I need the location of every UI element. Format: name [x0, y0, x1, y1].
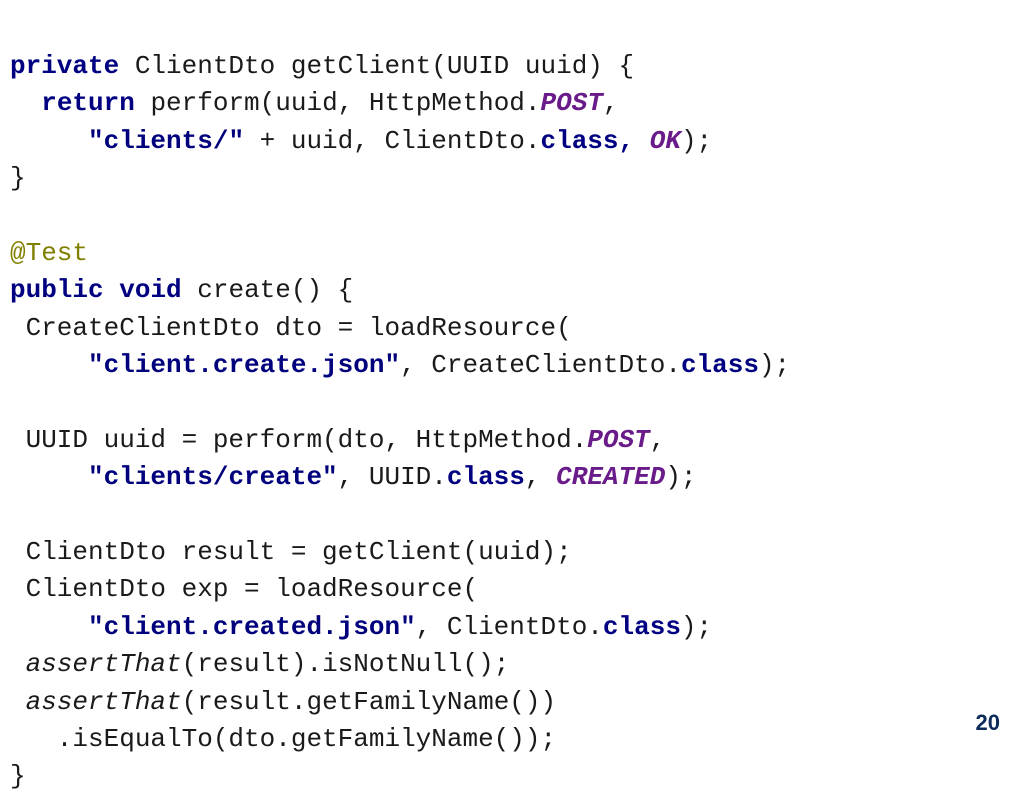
code-text: .isEqualTo(dto.getFamilyName());	[10, 724, 557, 755]
code-line-6: @Test	[10, 235, 790, 272]
keyword: class	[446, 462, 525, 493]
code-line-9: "client.create.json", CreateClientDto.cl…	[10, 347, 790, 384]
code-line-20: }	[10, 758, 790, 795]
code-text: ClientDto exp = loadResource(	[10, 574, 479, 605]
keyword: private	[10, 51, 120, 81]
indent	[10, 612, 88, 642]
constant: OK	[649, 125, 681, 156]
code-text: , CreateClientDto.	[400, 350, 681, 381]
code-text: ClientDto result = getClient(uuid);	[10, 537, 572, 568]
indent	[10, 126, 88, 156]
code-line-17: assertThat(result).isNotNull();	[10, 646, 790, 683]
code-line-5	[10, 198, 790, 235]
string-literal: "clients/create"	[88, 462, 338, 493]
indent	[10, 350, 88, 380]
code-text: (result.getFamilyName())	[181, 686, 557, 717]
constant: POST	[540, 88, 603, 119]
code-text: ClientDto getClient(UUID uuid) {	[119, 51, 635, 81]
string-literal: "client.created.json"	[88, 611, 416, 642]
slide: private ClientDto getClient(UUID uuid) {…	[10, 51, 1000, 791]
code-line-10	[10, 385, 790, 422]
keyword: class	[602, 611, 681, 642]
code-text: , ClientDto.	[415, 611, 603, 642]
code-text: ,	[524, 462, 557, 493]
code-text: + uuid, ClientDto.	[244, 125, 541, 156]
code-text: , UUID.	[337, 462, 447, 493]
code-text: ,	[618, 125, 650, 156]
code-text: ,	[649, 424, 666, 455]
code-line-15: ClientDto exp = loadResource(	[10, 571, 790, 608]
code-text	[104, 275, 120, 305]
page-number: 20	[975, 710, 1000, 735]
code-text: }	[10, 761, 26, 792]
string-literal: "client.create.json"	[88, 350, 401, 381]
code-line-11: UUID uuid = perform(dto, HttpMethod.POST…	[10, 422, 790, 459]
static-method-call: assertThat	[25, 649, 182, 680]
code-text: ,	[602, 88, 619, 119]
constant: POST	[587, 424, 650, 455]
code-line-13	[10, 497, 790, 534]
code-text: CreateClientDto dto = loadResource(	[10, 312, 572, 343]
keyword: class	[540, 125, 619, 156]
keyword: return	[41, 88, 135, 119]
code-text: perform(uuid, HttpMethod.	[134, 88, 541, 119]
keyword: void	[119, 275, 182, 306]
keyword: class	[680, 350, 759, 381]
code-line-3: "clients/" + uuid, ClientDto.class, OK);	[10, 123, 790, 160]
code-line-7: public void create() {	[10, 272, 790, 309]
indent	[10, 88, 41, 118]
code-line-4: }	[10, 160, 790, 197]
string-literal: "clients/"	[88, 125, 245, 156]
code-block: private ClientDto getClient(UUID uuid) {…	[10, 48, 790, 796]
code-line-18: assertThat(result.getFamilyName())	[10, 684, 790, 721]
code-line-16: "client.created.json", ClientDto.class);	[10, 609, 790, 646]
code-text: (result).isNotNull();	[181, 649, 510, 680]
code-line-12: "clients/create", UUID.class, CREATED);	[10, 459, 790, 496]
code-line-8: CreateClientDto dto = loadResource(	[10, 310, 790, 347]
code-text: UUID uuid = perform(dto, HttpMethod.	[10, 424, 588, 455]
annotation: @Test	[10, 237, 89, 268]
indent	[10, 649, 26, 679]
code-text: create() {	[181, 275, 354, 306]
indent	[10, 687, 26, 717]
code-line-1: private ClientDto getClient(UUID uuid) {	[10, 48, 790, 85]
static-method-call: assertThat	[25, 686, 182, 717]
code-text: );	[758, 350, 791, 381]
code-text: );	[665, 462, 697, 493]
code-text: );	[680, 611, 713, 642]
code-text: );	[680, 125, 713, 156]
constant: CREATED	[556, 462, 666, 493]
code-line-2: return perform(uuid, HttpMethod.POST,	[10, 85, 790, 122]
code-line-14: ClientDto result = getClient(uuid);	[10, 534, 790, 571]
keyword: public	[10, 275, 104, 306]
code-line-19: .isEqualTo(dto.getFamilyName());	[10, 721, 790, 758]
indent	[10, 462, 88, 492]
code-text: }	[10, 163, 26, 194]
